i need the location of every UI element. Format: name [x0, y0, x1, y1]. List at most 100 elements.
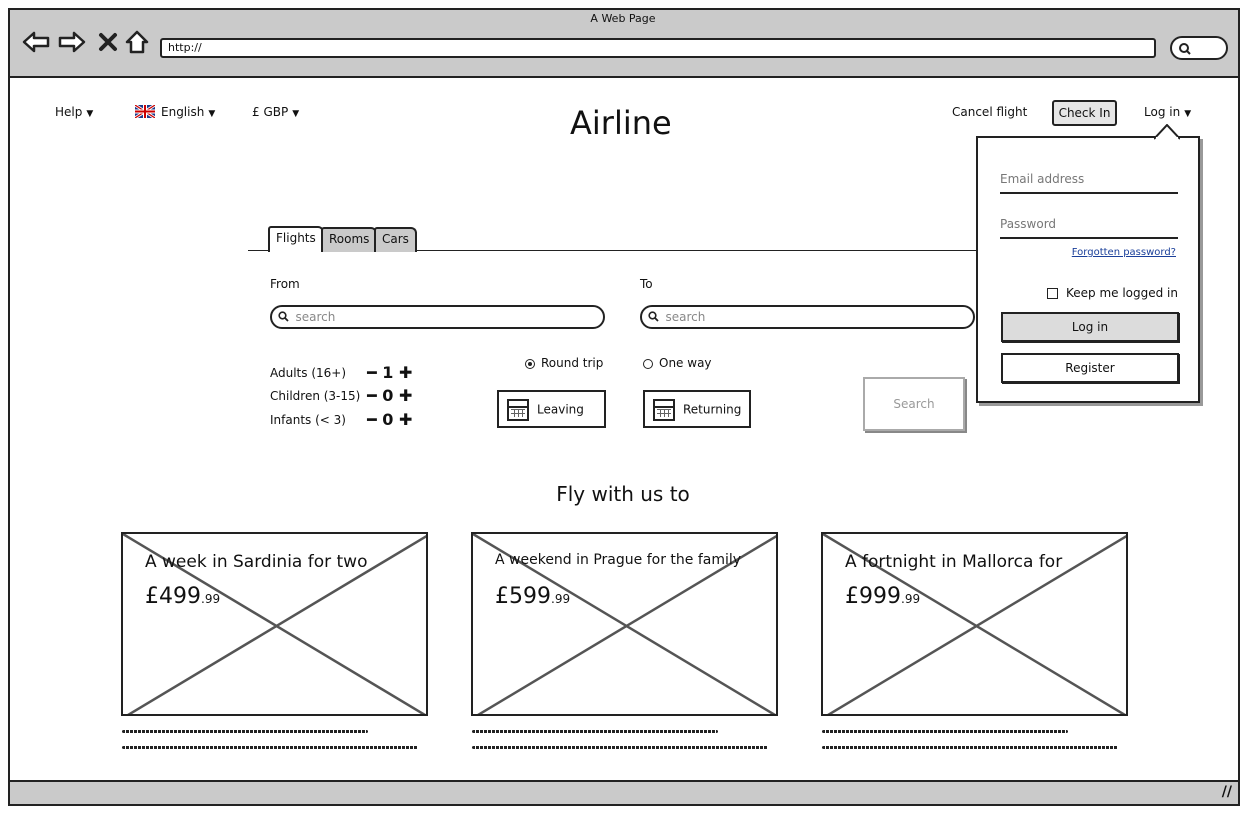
card-price: £599.99: [495, 584, 570, 609]
search-icon: [648, 311, 663, 324]
promo-card-mallorca[interactable]: A fortnight in Mallorca for £999.99: [821, 532, 1128, 716]
register-button[interactable]: Register: [1001, 353, 1179, 383]
placeholder-text-line: [822, 746, 1118, 749]
promo-card-sardinia[interactable]: A week in Sardinia for two £499.99: [121, 532, 428, 716]
children-stepper: ━ 0 ✚: [367, 386, 412, 405]
search-button[interactable]: Search: [863, 377, 965, 431]
price-pounds: £999: [845, 584, 901, 609]
browser-search-field[interactable]: [1170, 36, 1228, 60]
round-trip-label: Round trip: [541, 356, 604, 370]
minus-icon[interactable]: ━: [367, 363, 377, 382]
card-title: A week in Sardinia for two: [145, 552, 368, 572]
card-price: £499.99: [145, 584, 220, 609]
minus-icon[interactable]: ━: [367, 410, 377, 429]
placeholder-text-line: [472, 730, 718, 733]
infants-label: Infants (< 3): [270, 413, 346, 427]
dropdown-pointer-icon: [1154, 124, 1180, 140]
chevron-down-icon: ▼: [208, 109, 216, 119]
card-title: A fortnight in Mallorca for: [845, 552, 1063, 572]
tab-cars[interactable]: Cars: [374, 227, 417, 252]
image-placeholder-icon: [473, 534, 776, 714]
forgot-password-link[interactable]: Forgotten password?: [1071, 247, 1176, 258]
help-menu-label: Help: [55, 105, 83, 119]
radio-selected-icon: [525, 358, 535, 369]
currency-label: £ GBP: [252, 105, 289, 119]
price-pence: .99: [901, 592, 921, 606]
returning-date-button[interactable]: Returning: [643, 390, 751, 428]
to-search-input[interactable]: search: [640, 305, 975, 329]
stop-icon[interactable]: [98, 30, 118, 60]
price-pounds: £499: [145, 584, 201, 609]
url-bar[interactable]: http://: [160, 38, 1156, 58]
back-icon[interactable]: [22, 30, 50, 60]
forward-icon[interactable]: [58, 30, 86, 60]
price-pence: .99: [551, 592, 571, 606]
search-icon: [278, 311, 293, 324]
children-label: Children (3-15): [270, 389, 361, 403]
login-button[interactable]: Log in: [1001, 312, 1179, 342]
plus-icon[interactable]: ✚: [398, 386, 413, 405]
from-placeholder: search: [295, 310, 336, 324]
home-icon[interactable]: [124, 30, 150, 60]
language-menu[interactable]: English▼: [134, 103, 216, 121]
login-menu[interactable]: Log in▼: [1144, 105, 1191, 119]
calendar-icon: [653, 399, 675, 421]
brand-logo: Airline: [570, 104, 672, 142]
language-label: English: [161, 105, 205, 119]
card-title: A weekend in Prague for the family: [495, 552, 742, 568]
to-label: To: [640, 277, 653, 291]
placeholder-text-line: [122, 746, 418, 749]
round-trip-radio[interactable]: Round trip: [525, 356, 603, 370]
promo-heading: Fly with us to: [556, 482, 690, 506]
keep-logged-in-label: Keep me logged in: [1065, 286, 1178, 300]
minus-icon[interactable]: ━: [367, 386, 377, 405]
placeholder-text-line: [822, 730, 1068, 733]
password-field[interactable]: Password: [1000, 217, 1178, 239]
checkbox-unchecked-icon: [1046, 288, 1058, 299]
tab-strip-line: [248, 250, 976, 251]
placeholder-text-line: [122, 730, 368, 733]
tab-flights[interactable]: Flights: [268, 226, 324, 252]
image-placeholder-icon: [123, 534, 426, 714]
help-menu[interactable]: Help▼: [55, 105, 93, 119]
chevron-down-icon: ▼: [86, 109, 94, 119]
adults-label: Adults (16+): [270, 366, 347, 380]
window-title: A Web Page: [590, 12, 656, 25]
uk-flag-icon: [134, 103, 156, 121]
currency-menu[interactable]: £ GBP▼: [252, 105, 299, 119]
chevron-down-icon: ▼: [1184, 109, 1192, 119]
adults-stepper: ━ 1 ✚: [367, 363, 412, 382]
cancel-flight-link[interactable]: Cancel flight: [952, 105, 1028, 119]
login-dropdown: Email address Password Forgotten passwor…: [976, 124, 1200, 403]
login-menu-label: Log in: [1144, 105, 1181, 119]
children-count: 0: [382, 386, 394, 405]
image-placeholder-icon: [823, 534, 1126, 714]
plus-icon[interactable]: ✚: [398, 363, 413, 382]
email-field[interactable]: Email address: [1000, 172, 1178, 194]
leaving-label: Leaving: [537, 402, 584, 417]
chevron-down-icon: ▼: [292, 109, 300, 119]
adults-count: 1: [382, 363, 394, 382]
to-placeholder: search: [665, 310, 706, 324]
card-price: £999.99: [845, 584, 920, 609]
resize-grip-icon[interactable]: //: [1221, 784, 1232, 800]
infants-stepper: ━ 0 ✚: [367, 410, 412, 429]
infants-count: 0: [382, 410, 394, 429]
one-way-radio[interactable]: One way: [643, 356, 712, 370]
promo-card-prague[interactable]: A weekend in Prague for the family £599.…: [471, 532, 778, 716]
tab-rooms[interactable]: Rooms: [321, 227, 378, 252]
keep-logged-in-checkbox[interactable]: Keep me logged in: [1046, 286, 1178, 300]
one-way-label: One way: [659, 356, 712, 370]
search-icon: [1179, 43, 1191, 55]
price-pence: .99: [201, 592, 221, 606]
from-label: From: [270, 277, 300, 291]
calendar-icon: [507, 399, 529, 421]
plus-icon[interactable]: ✚: [398, 410, 413, 429]
check-in-button[interactable]: Check In: [1052, 100, 1117, 126]
from-search-input[interactable]: search: [270, 305, 605, 329]
returning-label: Returning: [683, 402, 742, 417]
status-bar: //: [8, 780, 1240, 806]
price-pounds: £599: [495, 584, 551, 609]
leaving-date-button[interactable]: Leaving: [497, 390, 606, 428]
radio-unselected-icon: [643, 358, 653, 369]
